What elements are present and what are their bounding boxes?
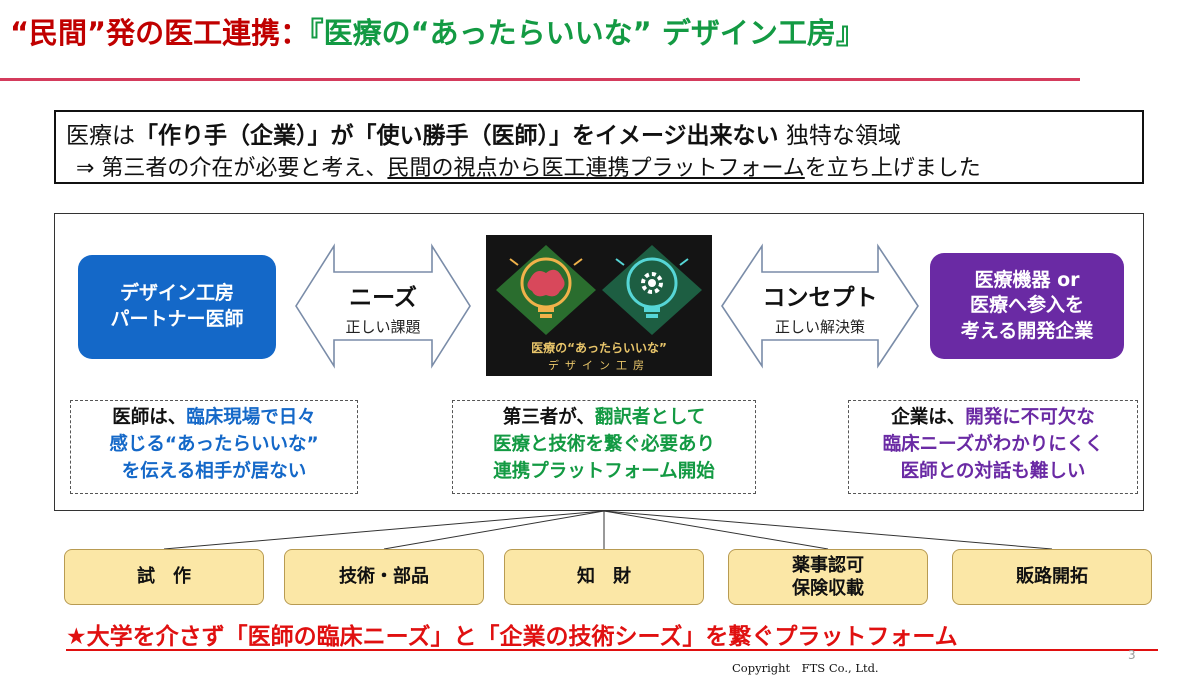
title-part-green: 『医療の“あったらいいな” デザイン工房』 [309,16,865,50]
lightbulb-brain-gear-icon [496,245,702,335]
main-diagram-frame [54,213,1144,511]
title-part-red: “民間”発の医工連携： [10,16,310,50]
intro-line1-a: 医療は [66,123,135,149]
needs-label: ニーズ 正しい課題 [334,278,432,337]
concept-label: コンセプト 正しい解決策 [752,278,888,337]
left-role-line2: パートナー医師 [110,308,244,330]
design-studio-logo: 医療の“あったらいいな” デザイン工房 [486,235,712,376]
third-party-l3: 連携プラットフォーム開始 [493,460,715,482]
company-issue-l1b: 開発に不可欠な [965,407,1095,428]
right-role-line3: 考える開発企業 [960,319,1094,342]
design-studio-doctor-box: デザイン工房 パートナー医師 [78,255,276,359]
intro-line2-c: を立ち上げました [804,156,981,181]
doctor-issue-l1a: 医師は、 [112,407,187,428]
doctor-issue-box: 医師は、臨床現場で日々 感じる“あったらいいな” を伝える相手が居ない [70,400,358,494]
tag-regulatory-line1: 薬事認可 [792,554,864,576]
doctor-issue-l2: 感じる“あったらいいな” [109,433,319,455]
tag-ip-label: 知 財 [577,566,631,588]
intro-line1-bold: 「作り手（企業）」が「使い勝手（医師）」をイメージ出来ない [135,123,779,149]
tag-technology-parts-label: 技術・部品 [339,566,429,588]
tag-regulatory-line2: 保険収載 [792,578,864,599]
title-underline [0,78,1080,81]
needs-title: ニーズ [349,285,417,311]
tag-intellectual-property: 知 財 [504,549,704,605]
intro-line1-c: 独特な領域 [778,123,901,149]
intro-line-2: ⇒ 第三者の介在が必要と考え、民間の視点から医工連携プラットフォームを立ち上げま… [76,150,981,182]
company-issue-box: 企業は、開発に不可欠な 臨床ニーズがわかりにくく 医師との対話も難しい [848,400,1138,494]
platform-slogan: ★大学を介さず「医師の臨床ニーズ」と「企業の技術シーズ」を繋ぐプラットフォーム [66,624,958,650]
slogan-underline [66,649,1158,651]
needs-subtitle: 正しい課題 [345,318,421,336]
company-issue-l2: 臨床ニーズがわかりにくく [882,433,1104,455]
tag-prototype-label: 試 作 [137,566,191,588]
doctor-issue-l3: を伝える相手が居ない [121,460,307,482]
copyright-notice: Copyright FTS Co., Ltd. [732,661,879,675]
intro-box: 医療は「作り手（企業）」が「使い勝手（医師）」をイメージ出来ない 独特な領域 ⇒… [54,110,1144,184]
third-party-box: 第三者が、翻訳者として 医療と技術を繋ぐ必要あり 連携プラットフォーム開始 [452,400,756,494]
slide-title: “民間”発の医工連携：『医療の“あったらいいな” デザイン工房』 [10,10,865,52]
concept-title: コンセプト [762,285,878,311]
tag-sales-channel-label: 販路開拓 [1016,566,1088,588]
third-party-l2: 医療と技術を繋ぐ必要あり [492,433,715,455]
logo-caption-2: デザイン工房 [548,359,650,372]
intro-line2-underlined: 民間の視点から医工連携プラットフォーム [387,156,805,181]
company-issue-l1a: 企業は、 [891,407,966,428]
intro-line-1: 医療は「作り手（企業）」が「使い勝手（医師）」をイメージ出来ない 独特な領域 [66,116,901,150]
right-role-line1: 医療機器 or [974,268,1080,291]
development-company-box: 医療機器 or 医療へ参入を 考える開発企業 [930,253,1124,359]
third-party-l1a: 第三者が、 [502,407,595,428]
right-double-arrow [721,243,919,369]
concept-subtitle: 正しい解決策 [774,318,865,336]
doctor-issue-l1b: 臨床現場で日々 [186,407,316,428]
tag-regulatory-insurance: 薬事認可 保険収載 [728,549,928,605]
company-issue-l3: 医師との対話も難しい [900,460,1086,482]
tag-sales-channel: 販路開拓 [952,549,1152,605]
logo-caption-1: 医療の“あったらいいな” [531,341,667,355]
tag-technology-parts: 技術・部品 [284,549,484,605]
page-number: 3 [1128,648,1136,662]
third-party-l1b: 翻訳者として [594,407,706,428]
left-double-arrow [295,243,471,369]
branch-connectors [163,511,1053,550]
left-role-line1: デザイン工房 [119,282,234,305]
tag-prototype: 試 作 [64,549,264,605]
right-role-line2: 医療へ参入を [969,294,1084,317]
intro-line2-a: ⇒ 第三者の介在が必要と考え、 [76,156,388,181]
